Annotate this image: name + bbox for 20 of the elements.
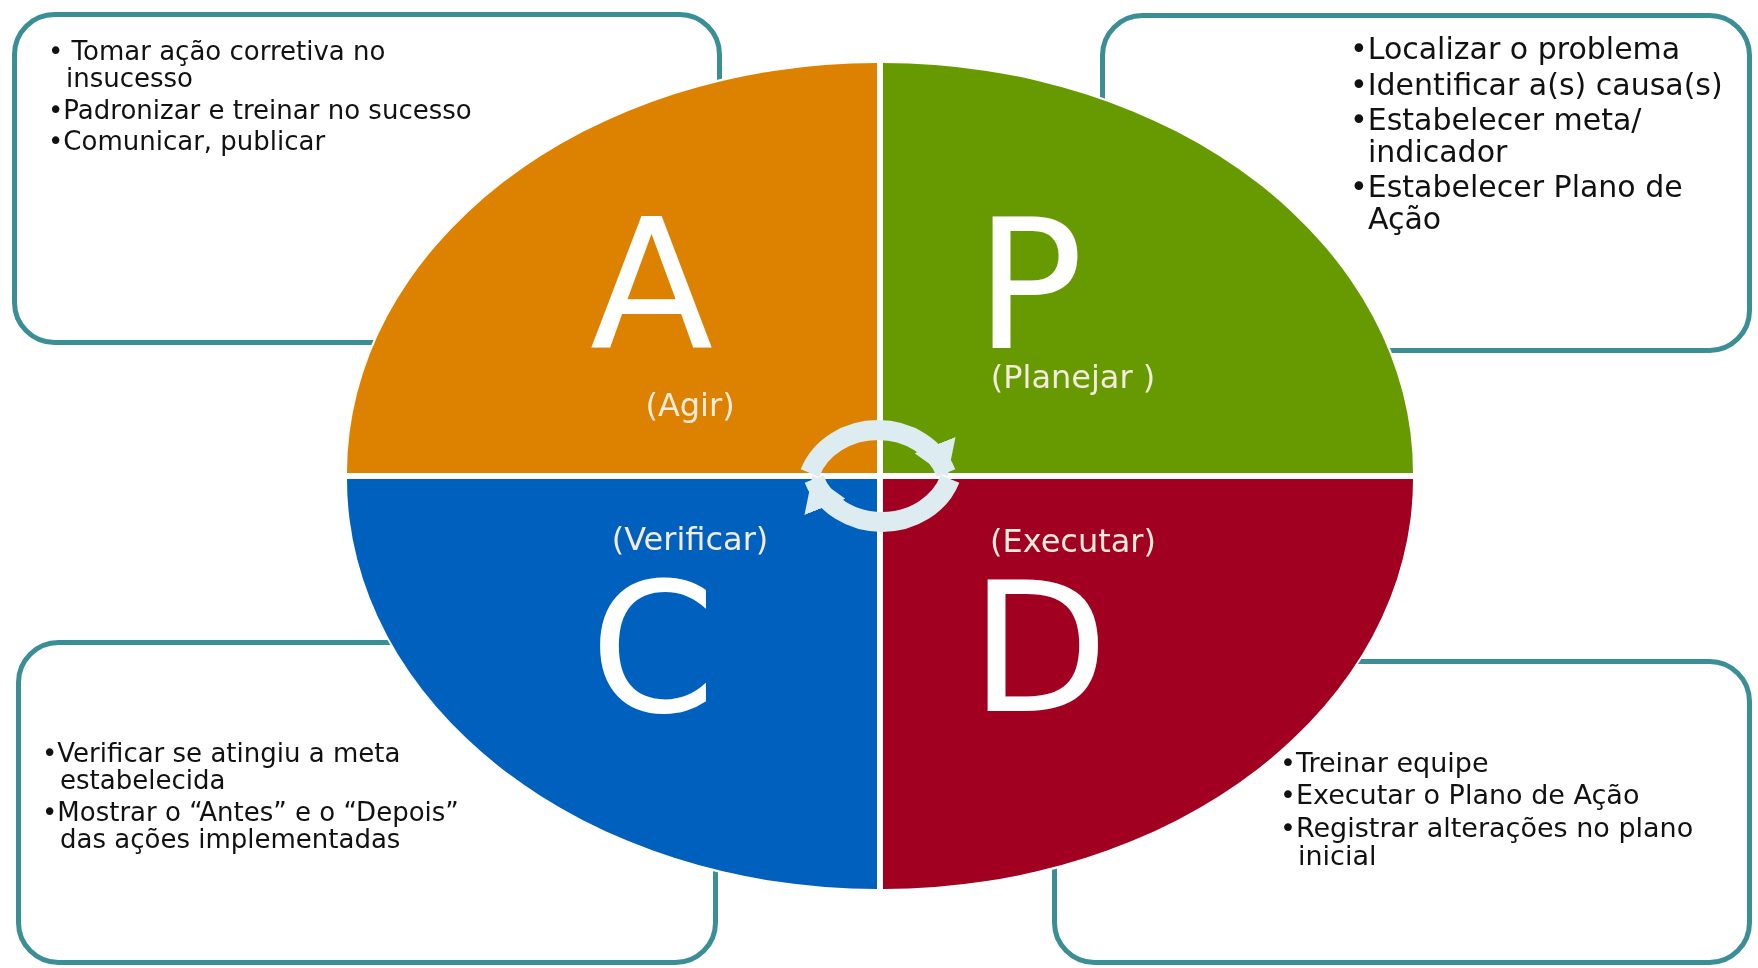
cycle-arrow [804, 474, 960, 532]
quadrant-letter: D [970, 559, 1109, 739]
bullet-item: •Comunicar, publicar [48, 127, 327, 156]
quadrant-label: (Executar) [989, 525, 1157, 557]
bullet-item: •Identificar a(s) causa(s) [1350, 68, 1724, 100]
bullet-item: •Estabelecer meta/ indicador [1350, 104, 1643, 167]
cycle-arrow [800, 420, 956, 478]
bullet-item: •Localizar o problema [1350, 33, 1682, 65]
quadrant-letter: A [590, 196, 714, 376]
bullet-item: •Estabelecer Plano de Ação [1350, 171, 1684, 234]
quadrant-label: (Verificar) [610, 523, 770, 555]
quadrant-letter: C [590, 559, 716, 739]
bullet-item: • Tomar ação corretiva no insucesso [48, 38, 387, 93]
quadrant-label: (Agir) [644, 389, 736, 421]
bullet-item: •Treinar equipe [1280, 749, 1490, 778]
bullet-item: •Executar o Plano de Ação [1280, 781, 1641, 810]
bullet-item: •Mostrar o “Antes” e o “Depois” das ações implementadas [42, 798, 460, 854]
bullet-item: •Registrar alterações no plano inicial [1280, 813, 1695, 871]
bullet-item: •Padronizar e treinar no sucesso [48, 96, 473, 124]
bullet-item: •Verificar se atingiu a meta estabelecida [42, 740, 402, 795]
